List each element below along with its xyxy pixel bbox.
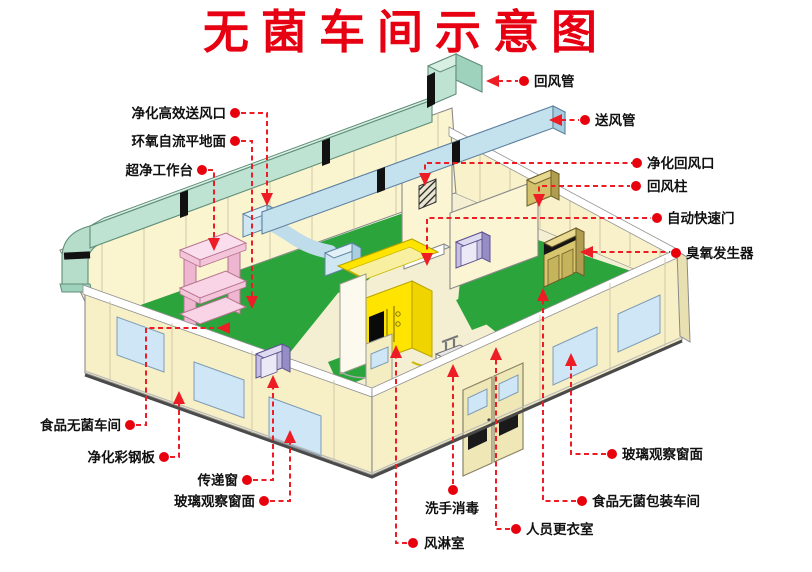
purified-return-air-inlet-vent xyxy=(418,178,437,210)
front-right-wall-group xyxy=(371,248,691,477)
east-corner-edge xyxy=(676,250,691,343)
arrow-right-icon xyxy=(217,322,230,334)
ozone-generator-cabinet xyxy=(542,227,586,288)
duct-joint-band xyxy=(63,251,91,260)
arrow-up-icon xyxy=(284,430,296,443)
label-automatic-quick-door: 自动快速门 xyxy=(667,210,735,226)
label-color-steel-panel: 净化彩钢板 xyxy=(88,449,156,465)
front-right-wall-seams xyxy=(539,258,666,402)
leader-arrowheads xyxy=(173,75,593,443)
label-hepa-air-supply-outlet: 净化高效送风口 xyxy=(132,105,227,121)
observation-window-4 xyxy=(552,326,598,386)
label-ozone-generator: 臭氧发生器 xyxy=(686,245,754,261)
duct-joint-band xyxy=(180,190,188,218)
duct-joint-band xyxy=(322,138,330,166)
label-purified-return-air-inlet: 净化回风口 xyxy=(647,155,715,171)
label-return-air-column: 回风柱 xyxy=(647,178,688,194)
transfer-window-box-inner xyxy=(454,231,492,269)
label-air-shower-room: 风淋室 xyxy=(424,535,465,551)
label-ultra-clean-workbench: 超净工作台 xyxy=(125,162,194,178)
arrow-down-icon xyxy=(208,238,220,251)
arrow-left-icon xyxy=(580,246,593,258)
label-glass-window-left: 玻璃观察窗面 xyxy=(174,493,255,509)
label-epoxy-floor: 环氧自流平地面 xyxy=(132,133,227,149)
duct-joint-band xyxy=(377,167,385,193)
label-return-air-duct: 回风管 xyxy=(534,73,575,89)
observation-window-2 xyxy=(193,361,245,419)
label-supply-air-duct: 送风管 xyxy=(594,112,636,128)
supply-air-duct-assembly xyxy=(241,105,567,277)
return-duct-front xyxy=(89,99,433,249)
arrow-up-icon xyxy=(537,288,549,301)
center-right-floor-patch xyxy=(456,272,546,330)
arrow-up-icon xyxy=(390,345,402,358)
diagram-labels: 回风管 送风管 净化回风口 回风柱 自动快速门 臭氧发生器 净化高效送风口 环氧… xyxy=(40,73,754,551)
arrow-up-icon xyxy=(447,364,459,377)
arrow-up-icon xyxy=(173,391,185,404)
observation-window-1 xyxy=(116,316,165,373)
label-food-sterile-workshop: 食品无菌车间 xyxy=(40,417,121,433)
label-glass-window-right: 玻璃观察窗面 xyxy=(622,446,703,462)
label-transfer-window: 传递窗 xyxy=(197,472,239,488)
label-hand-washing: 洗手消毒 xyxy=(425,500,479,516)
base-trim-dark xyxy=(84,339,683,479)
observation-window-5 xyxy=(617,294,661,353)
transfer-window-box-outer xyxy=(254,343,292,379)
arrow-down-icon xyxy=(533,194,545,207)
base-trim-light xyxy=(84,336,683,474)
arrow-left-icon xyxy=(549,114,562,126)
label-packaging-workshop: 食品无菌包装车间 xyxy=(592,493,700,509)
arrow-down-icon xyxy=(246,296,258,309)
ultra-clean-workbench-unit xyxy=(178,232,248,331)
arrow-up-icon xyxy=(565,353,577,366)
front-left-wall-seams xyxy=(109,301,335,462)
return-duct-outlet-cap xyxy=(455,53,483,93)
arrow-up-icon xyxy=(267,375,279,388)
arrow-up-icon xyxy=(490,347,502,360)
duct-joint-band xyxy=(452,140,460,165)
arrow-left-icon xyxy=(486,75,499,87)
arrow-down-icon xyxy=(419,173,431,186)
arrow-down-icon xyxy=(261,193,273,206)
leader-dots xyxy=(125,76,681,548)
arrow-down-icon xyxy=(421,253,433,266)
label-changing-room: 人员更衣室 xyxy=(526,521,594,537)
duct-joint-band xyxy=(427,72,435,108)
page-title: 无菌车间示意图 xyxy=(203,6,609,58)
